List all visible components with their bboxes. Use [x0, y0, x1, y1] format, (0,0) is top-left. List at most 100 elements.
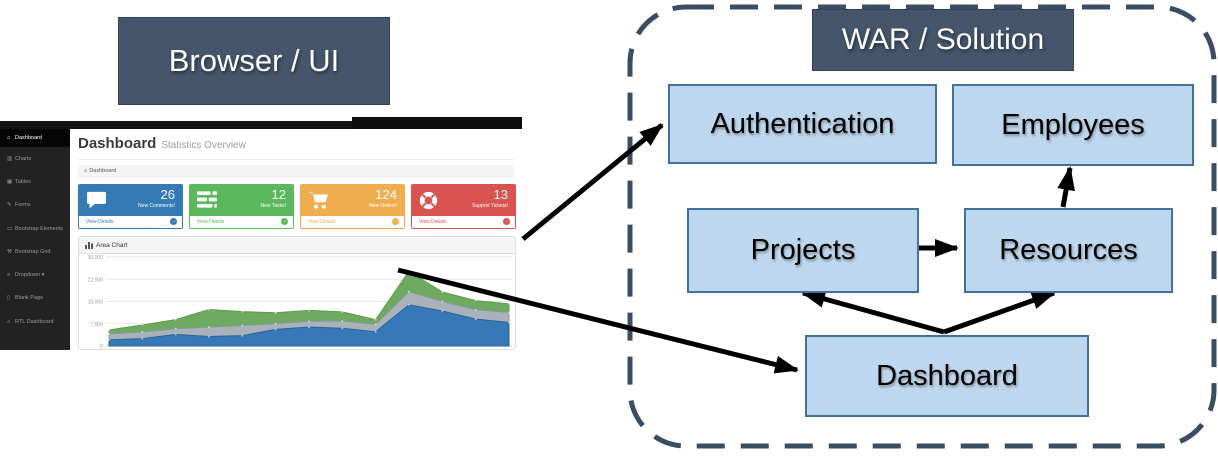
- stat-label: New Orders!: [368, 203, 397, 209]
- data-point: [108, 328, 110, 331]
- sidebar-item-label: Dashboard: [15, 135, 42, 141]
- sidebar-item-forms[interactable]: ✎Forms: [0, 194, 70, 217]
- arrow-circle-icon[interactable]: →: [170, 218, 177, 225]
- sidebar-item-tables[interactable]: ▦Tables: [0, 170, 70, 193]
- data-point: [474, 308, 477, 311]
- sidebar-item-bootstrap-elements[interactable]: ▭Bootstrap Elements: [0, 217, 70, 240]
- stat-panel-tasks: 12 New Tasks! View Details →: [189, 184, 294, 229]
- data-point: [241, 334, 244, 337]
- view-details-link[interactable]: View Details: [197, 219, 225, 225]
- y-axis-tick-label: 7,500: [90, 322, 103, 328]
- data-point: [508, 311, 510, 314]
- shopping-cart-icon: [308, 191, 329, 215]
- stat-panel-support: 13 Support Tickets! View Details →: [411, 184, 516, 229]
- stat-panel-header: 26 New Comments!: [79, 185, 182, 216]
- arrow-resources-to-employees: [1057, 166, 1075, 208]
- stat-value: 13: [493, 187, 508, 202]
- arrow-browser-to-authentication: [521, 123, 664, 241]
- data-point: [308, 320, 310, 323]
- stat-panel-header: 12 New Tasks!: [190, 185, 293, 216]
- data-point: [508, 321, 510, 324]
- node-dashboard: Dashboard: [805, 335, 1089, 417]
- data-point: [374, 330, 377, 333]
- view-details-link[interactable]: View Details: [419, 219, 447, 225]
- sidebar-item-blank-page[interactable]: ▯ Blank Page: [0, 287, 70, 310]
- stat-panel-header: 124 New Orders!: [301, 185, 404, 216]
- stat-panel-footer: View Details →: [79, 216, 182, 228]
- arrow-circle-icon[interactable]: →: [281, 218, 288, 225]
- data-point: [141, 323, 144, 326]
- node-authentication: Authentication: [668, 84, 937, 164]
- sidebar-item-dashboard[interactable]: ⌂ Dashboard: [0, 129, 70, 147]
- stat-panel-footer: View Details →: [190, 216, 293, 228]
- sidebar-item-dropdown[interactable]: ≡ Dropdown ▾: [0, 263, 70, 286]
- node-resources: Resources: [964, 208, 1173, 293]
- breadcrumb-label: Dashboard: [89, 168, 117, 174]
- data-point: [208, 326, 210, 329]
- data-point: [341, 320, 344, 323]
- caret-down-icon: ≡: [7, 272, 11, 279]
- breadcrumb[interactable]: ⌂Dashboard: [78, 165, 514, 178]
- data-point: [441, 309, 444, 312]
- data-point: [474, 318, 477, 321]
- sidebar-item-label: RTL Dashboard: [15, 318, 54, 325]
- arrow-circle-icon[interactable]: →: [503, 218, 510, 225]
- data-point: [108, 332, 110, 335]
- bar-chart-icon: ▥: [7, 155, 13, 162]
- data-point: [408, 270, 410, 273]
- data-point: [108, 338, 110, 341]
- data-point: [208, 308, 210, 311]
- data-point: [174, 318, 177, 321]
- data-point: [374, 323, 377, 326]
- comments-icon: [86, 191, 107, 215]
- table-icon: ▦: [7, 178, 13, 185]
- stat-panel-comments: 26 New Comments! View Details →: [78, 184, 183, 229]
- top-navbar: [0, 121, 522, 129]
- browser-dashboard-screenshot: ⌂Dashboard▥Charts▦Tables✎Forms▭Bootstrap…: [0, 117, 522, 350]
- sidebar-item-bootstrap-grid[interactable]: ⚒Bootstrap Grid: [0, 240, 70, 263]
- stat-value: 124: [375, 187, 397, 202]
- stat-panel-footer: View Details →: [301, 216, 404, 228]
- data-point: [341, 310, 344, 313]
- browser-ui-title-box: Browser / UI: [118, 17, 390, 105]
- view-details-link[interactable]: View Details: [86, 219, 114, 225]
- area-chart-panel-header: Area Chart: [79, 237, 515, 254]
- data-point: [374, 318, 377, 321]
- data-point: [308, 326, 310, 329]
- data-point: [241, 310, 244, 313]
- edit-icon: ✎: [7, 202, 12, 209]
- y-axis-tick-label: 22,500: [88, 277, 104, 283]
- data-point: [274, 322, 277, 325]
- data-point: [508, 302, 510, 305]
- sidebar-item-label: Tables: [15, 178, 31, 185]
- arrow-circle-icon[interactable]: →: [392, 218, 399, 225]
- sidebar-item-charts[interactable]: ▥Charts: [0, 147, 70, 170]
- arrow-dashboard-to-resources: [943, 290, 1056, 335]
- life-ring-icon: [419, 191, 438, 215]
- stat-value: 26: [160, 187, 175, 202]
- page-subtitle: Statistics Overview: [161, 140, 246, 151]
- home-icon: ⌂: [84, 168, 88, 174]
- sidebar-item-label: Forms: [15, 202, 31, 209]
- stat-panel-orders: 124 New Orders! View Details →: [300, 184, 405, 229]
- data-point: [474, 299, 477, 302]
- y-axis-tick-label: 30,000: [88, 255, 104, 261]
- data-point: [174, 333, 177, 336]
- sidebar-item-label: Charts: [15, 155, 32, 162]
- y-axis-tick-label: 15,000: [88, 300, 104, 306]
- view-details-link[interactable]: View Details: [308, 219, 336, 225]
- sidebar-item-label: Dropdown ▾: [15, 272, 45, 279]
- node-projects: Projects: [687, 208, 919, 293]
- file-icon: ▯: [7, 295, 11, 302]
- sidebar-item-rtl-dashboard[interactable]: ⌂RTL Dashboard: [0, 310, 70, 333]
- stat-label: New Tasks!: [260, 203, 286, 209]
- home-icon: ⌂: [7, 135, 11, 141]
- stat-label: Support Tickets!: [472, 203, 508, 209]
- tasks-icon: [197, 191, 217, 213]
- sidebar-item-label: Blank Page: [15, 295, 44, 302]
